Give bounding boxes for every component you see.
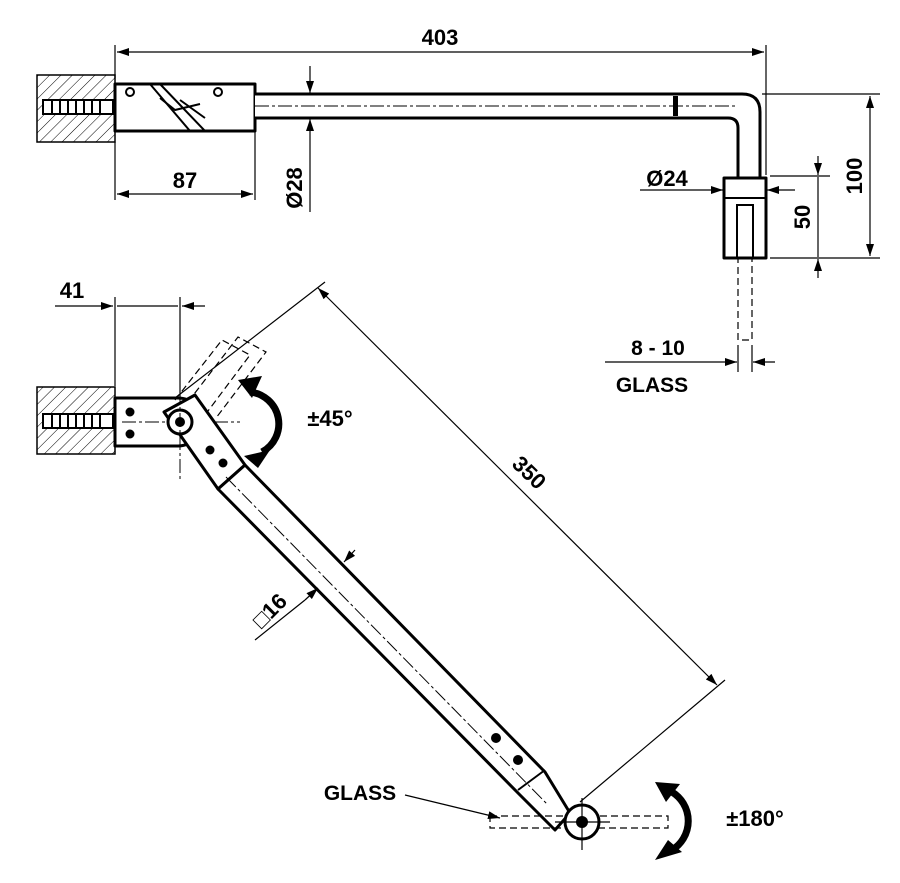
dim-clamp-diameter: Ø24: [646, 166, 688, 191]
glass-clamp-top: [722, 176, 768, 341]
bottom-view: 41 350 □16 ±45° ±180°: [36, 278, 784, 860]
glass-clamp-bottom: [489, 798, 669, 850]
rotation-45: ±45°: [238, 376, 353, 468]
anchor-bolt-bottom: [42, 413, 114, 429]
glass-label: GLASS: [324, 782, 396, 805]
dim-41: 41: [55, 278, 205, 400]
dim-403: 403: [114, 25, 767, 175]
dim-offset: 41: [60, 278, 84, 303]
ghost-arm-positions: [174, 336, 267, 419]
dim-tube-diameter: Ø28: [282, 167, 307, 209]
rotation-arrow-icon: [655, 782, 680, 802]
glass-thickness-range: 8 - 10: [631, 337, 685, 360]
anchor-bolt-top: [42, 99, 114, 115]
dim-diameter-28: Ø28: [262, 66, 318, 212]
dim-87: 87: [114, 131, 256, 200]
dim-arm-length: 350: [507, 451, 551, 494]
rotation-arrow-icon: [238, 376, 262, 398]
dim-glass-thickness: 8 - 10 GLASS: [605, 337, 775, 397]
rotation-180: ±180°: [655, 782, 784, 860]
rotation-arrow-icon: [655, 840, 682, 860]
dim-total-height: 100: [842, 158, 867, 195]
top-view: 403 87 Ø28 Ø24 100: [36, 25, 880, 397]
base-housing-top: [113, 82, 257, 133]
base-rotation-angle: ±45°: [307, 406, 352, 431]
dim-arm-section: □16: [248, 589, 292, 633]
arm-tube-bottom: [216, 463, 572, 832]
glass-leader: GLASS: [324, 782, 501, 820]
clamp-rotation-angle: ±180°: [726, 806, 784, 831]
glass-thickness-label: GLASS: [616, 374, 688, 397]
rotation-arrow-icon: [244, 450, 270, 468]
dim-total-length: 403: [422, 25, 459, 50]
dim-clamp-height: 50: [790, 205, 815, 229]
dim-diameter-24: Ø24: [640, 166, 795, 194]
dim-base-length: 87: [173, 168, 197, 193]
dim-100: 100: [762, 93, 880, 259]
dim-50: 50: [770, 156, 830, 278]
